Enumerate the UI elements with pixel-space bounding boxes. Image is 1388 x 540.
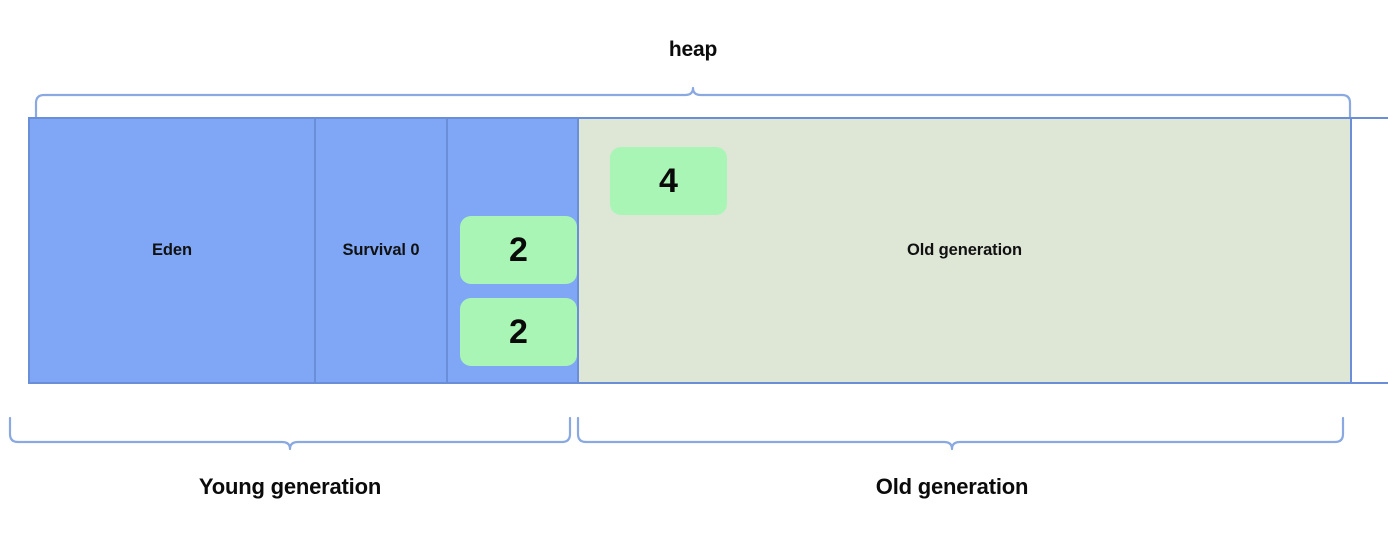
old-generation-bottom-label: Old generation bbox=[875, 474, 1029, 499]
heap-memory-bar: Eden Survival 0 Survival 1 2 2 Old gener… bbox=[28, 117, 1352, 384]
old-generation-brace bbox=[576, 416, 1345, 451]
young-generation-brace bbox=[8, 416, 572, 451]
heap-extension-rail-top bbox=[1352, 117, 1388, 119]
heap-title: heap bbox=[668, 38, 718, 61]
region-survival-0[interactable]: Survival 0 bbox=[314, 119, 446, 382]
region-old-generation-label: Old generation bbox=[906, 241, 1023, 259]
heap-brace bbox=[34, 86, 1352, 120]
region-eden-label: Eden bbox=[152, 241, 192, 259]
heap-extension-rail-bottom bbox=[1352, 382, 1388, 384]
object-chip-survival1-bottom[interactable]: 2 bbox=[460, 298, 577, 366]
region-survival-1[interactable]: Survival 1 2 2 bbox=[446, 119, 577, 382]
young-generation-label: Young generation bbox=[198, 474, 382, 499]
object-chip-survival1-top[interactable]: 2 bbox=[460, 216, 577, 284]
region-eden[interactable]: Eden bbox=[30, 119, 314, 382]
region-survival-0-label: Survival 0 bbox=[342, 241, 420, 259]
object-chip-oldgen[interactable]: 4 bbox=[610, 147, 727, 215]
region-old-generation[interactable]: Old generation 4 bbox=[577, 119, 1350, 382]
